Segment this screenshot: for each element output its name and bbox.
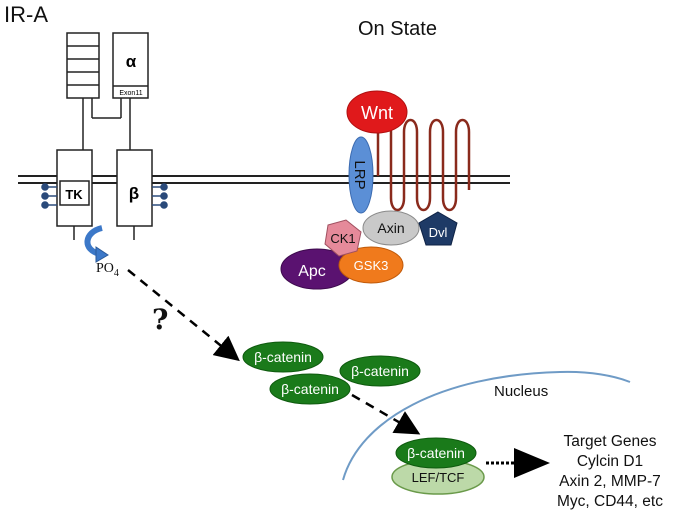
apc-label: Apc	[298, 263, 326, 280]
beta-subunit-right	[116, 149, 153, 227]
alpha-subunit-right	[112, 32, 149, 99]
bcatenin-2-label: β-catenin	[351, 363, 409, 379]
beta-label: β	[129, 184, 139, 203]
target-gene-line-2: Axin 2, MMP-7	[559, 473, 661, 490]
target-gene-line-3: Myc, CD44, etc	[557, 493, 663, 510]
frizzled-receptor	[376, 118, 471, 212]
gsk3-protein	[338, 246, 404, 284]
lrp-coreceptor	[348, 136, 374, 214]
bcatenin-nuclear	[395, 437, 477, 469]
alpha-label: α	[126, 52, 137, 71]
bcatenin-1	[242, 341, 324, 373]
bcatenin-nuclear-label: β-catenin	[407, 445, 465, 461]
phosphate-text: PO	[96, 261, 114, 276]
insulin-receptor	[56, 32, 153, 240]
figure-title: IR-A	[4, 2, 48, 27]
nucleus-label: Nucleus	[494, 383, 549, 400]
tk-label: TK	[65, 187, 83, 202]
plasma-membrane	[18, 175, 510, 184]
wnt-label: Wnt	[361, 103, 393, 123]
tk-domain	[59, 180, 90, 206]
dashed-arrow-to-nucleus	[351, 393, 421, 435]
ck1-protein	[324, 219, 362, 257]
state-label: On State	[358, 18, 437, 40]
dvl-protein	[418, 211, 458, 246]
alpha-subunit-left	[66, 32, 100, 99]
arrowhead-icon	[95, 246, 109, 263]
axin-label: Axin	[377, 220, 404, 236]
target-gene-line-1: Cylcin D1	[576, 453, 644, 470]
wnt-ligand	[346, 90, 408, 134]
target-genes-heading: Target Genes	[563, 433, 657, 450]
nuclear-envelope	[342, 370, 631, 481]
bcatenin-3-label: β-catenin	[281, 381, 339, 397]
question-mark: ?	[152, 303, 169, 336]
exon-label: Exon11	[119, 90, 142, 97]
phosphate-subscript: 4	[113, 267, 119, 279]
target-genes: Target Genes Cylcin D1 Axin 2, MMP-7 Myc…	[540, 432, 680, 512]
bcatenin-2	[339, 355, 421, 387]
gsk3-label: GSK3	[354, 258, 389, 273]
lrp-label: LRP	[351, 160, 368, 189]
lef-tcf-label: LEF/TCF	[412, 470, 465, 485]
ck1-label: CK1	[330, 231, 355, 246]
phosphate-label: PO4	[96, 261, 119, 279]
bcatenin-1-label: β-catenin	[254, 349, 312, 365]
axin-protein	[362, 210, 420, 246]
dvl-label: Dvl	[429, 225, 448, 240]
dashed-arrow-receptor-to-bcatenin	[127, 269, 240, 362]
phosphate-beads	[41, 183, 168, 209]
bcatenin-3	[269, 373, 351, 405]
